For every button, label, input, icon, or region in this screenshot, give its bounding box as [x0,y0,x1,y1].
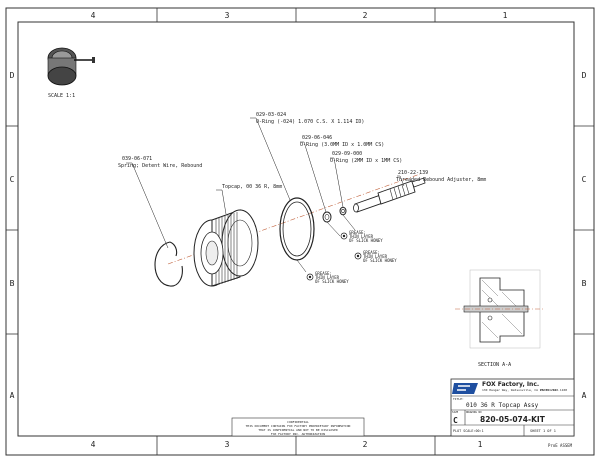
zone-col-bottom-2: 2 [363,440,368,449]
zone-row-left-3: A [10,391,15,400]
grease-note-2: GREASE; THIN LAYER OF SLICK HONEY [354,250,397,263]
zone-row-right-2: B [582,279,587,288]
part-name-spring: Spring; Detent Wire, Rebound [118,163,202,169]
tiny-o-ring-drawing [339,206,347,216]
svg-text:OF SLICK HONEY: OF SLICK HONEY [315,279,349,284]
svg-text:FOX FACTORY INC. AUTHORIZATION: FOX FACTORY INC. AUTHORIZATION [271,432,325,436]
section-view [455,269,545,349]
svg-text:THIN LAYER: THIN LAYER [363,254,388,259]
zone-col-top-3: 1 [503,11,508,20]
rebound-adjuster-drawing [353,177,426,213]
zone-row-right-3: A [582,391,587,400]
zone-col-bottom-1: 3 [225,440,230,449]
zone-row-right-1: C [582,175,587,184]
drawing-number: 820-05-074-KIT [480,415,546,424]
zone-row-left-0: D [10,71,15,80]
part-number-tiny-o-ring: 029-09-000 [332,151,362,157]
zone-col-bottom-3: 1 [478,440,483,449]
size-field-label: SIZE [452,410,459,414]
scale-label: SCALE 1:1 [48,93,75,99]
plot-scale: PLOT SCALE:00:1 [453,429,484,433]
svg-text:OF SLICK HONEY: OF SLICK HONEY [349,238,383,243]
drawing-size: C [453,416,458,425]
leader-lines [126,117,405,273]
zone-row-left-2: B [10,279,15,288]
svg-text:OF SLICK HONEY: OF SLICK HONEY [363,258,397,263]
drawing-no-label: DRAWING NO [466,410,482,414]
company-phone: Ph 831.768.1100 [540,388,567,392]
svg-text:GREASE;: GREASE; [315,271,332,276]
zone-col-bottom-0: 4 [91,440,96,449]
drawing-title: 010 36 R Topcap Assy [466,402,539,409]
part-name-tiny-o-ring: O-Ring (2MM ID x 1MM CS) [330,158,402,164]
zone-row-right-0: D [582,71,587,80]
part-name-adjuster: Threaded Rebound Adjuster, 8mm [396,177,486,183]
zone-col-top-0: 4 [91,11,96,20]
grease-note-3: GREASE; THIN LAYER OF SLICK HONEY [306,271,349,284]
svg-text:GREASE;: GREASE; [349,230,366,235]
part-number-small-o-ring: 029-06-046 [302,135,332,141]
part-number-large-o-ring: 029-03-024 [256,112,286,118]
grease-note-1: GREASE; THIN LAYER OF SLICK HONEY [340,230,383,243]
svg-text:GREASE;: GREASE; [363,250,380,255]
svg-text:THAT IS CONFIDENTIAL AND NOT T: THAT IS CONFIDENTIAL AND NOT TO BE DISCL… [258,428,338,432]
part-number-spring: 039-06-071 [122,156,152,162]
footer-proe: ProE ASSEM [548,443,573,448]
part-name-large-o-ring: O-Ring (-024) 1.070 C.S. X 1.114 ID) [256,119,364,125]
part-number-adjuster: 210-22-139 [398,170,428,176]
title-block: FOX Factory, Inc. 130 Hangar Way, Watson… [450,378,575,437]
section-label: SECTION A-A [478,362,511,368]
svg-text:THIS DOCUMENT CONTAINS FOX FAC: THIS DOCUMENT CONTAINS FOX FACTORY PROPR… [246,424,351,428]
svg-text:THIN LAYER: THIN LAYER [315,275,340,280]
zone-col-top-2: 2 [363,11,368,20]
detent-spring-drawing [154,241,183,287]
topcap-drawing [193,209,259,287]
part-name-small-o-ring: O-Ring (3.0MM ID x 1.0MM CS) [300,142,384,148]
zone-col-top-1: 3 [225,11,230,20]
svg-text:CONFIDENTIAL: CONFIDENTIAL [287,420,309,424]
zone-row-left-1: C [10,175,15,184]
company-address: 130 Hangar Way, Watsonville, CA 95076 US… [482,388,556,392]
iso-assembly-view [47,47,95,86]
title-field-label: TITLE: [453,397,464,401]
proprietary-note: CONFIDENTIAL THIS DOCUMENT CONTAINS FOX … [231,417,365,437]
company-name: FOX Factory, Inc. [482,381,539,388]
zone-dividers [6,8,594,455]
svg-text:THIN LAYER: THIN LAYER [349,234,374,239]
part-name-topcap: Topcap, 00 36 R, 8mm [222,184,282,190]
fox-logo-icon [452,383,478,394]
sheet-count: SHEET 1 OF 1 [530,429,556,433]
